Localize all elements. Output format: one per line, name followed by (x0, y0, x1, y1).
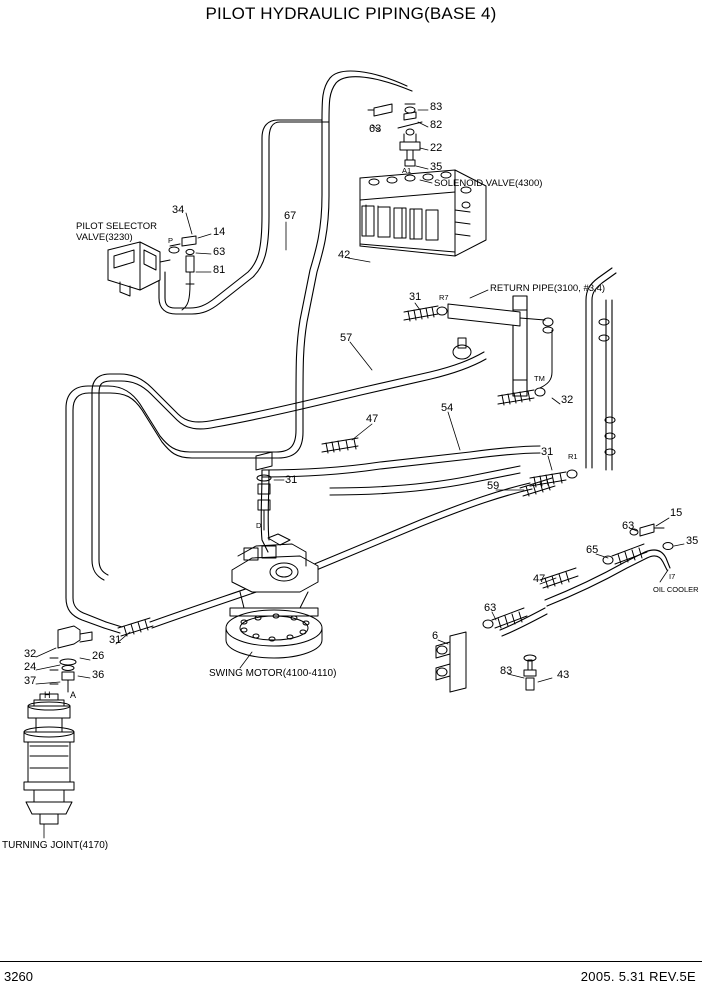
callout: 63 (484, 602, 497, 614)
callout: 83 (430, 101, 443, 113)
callout: 22 (430, 142, 443, 154)
revision-info: 2005. 5.31 REV.5E (580, 969, 696, 984)
callout: 32 (561, 394, 574, 406)
callout: 31 (541, 446, 554, 458)
callout: 31 (109, 634, 122, 646)
callout: 65 (586, 544, 599, 556)
port-label-tm: TM (534, 374, 545, 383)
callout: 83 (500, 665, 513, 677)
callout: 35 (686, 535, 699, 547)
callout: 34 (172, 204, 185, 216)
callout: 24 (24, 661, 37, 673)
callout: 59 (487, 480, 500, 492)
callout: 35 (430, 161, 443, 173)
component-caption-pilot-selector-valve-line2: VALVE(3230) (76, 232, 133, 243)
component-caption-solenoid-valve: SOLENOID VALVE(4300) (434, 178, 543, 189)
port-label-p: P (168, 236, 174, 245)
callout: 63 (622, 520, 635, 532)
port-label-r7: R7 (439, 293, 449, 302)
callout: 82 (430, 119, 443, 131)
callout: 15 (670, 507, 683, 519)
port-label-d: D (256, 521, 262, 530)
callout: 47 (366, 413, 379, 425)
callout: 26 (92, 650, 105, 662)
callout: 43 (557, 669, 570, 681)
callout: 14 (213, 226, 226, 238)
callout: 63 (369, 123, 382, 135)
callout: 42 (338, 249, 351, 261)
callout: 6 (432, 630, 439, 642)
port-label-i7: I7 (669, 572, 676, 581)
callout: 31 (409, 291, 422, 303)
callout: 36 (92, 669, 105, 681)
component-caption-turning-joint: TURNING JOINT(4170) (2, 840, 109, 851)
port-label-r1: R1 (568, 452, 578, 461)
component-caption-oil-cooler: OIL COOLER (653, 585, 699, 594)
port-label-a: A (70, 690, 77, 700)
component-caption-pilot-selector-valve-line1: PILOT SELECTOR (76, 221, 157, 232)
callout: 32 (24, 648, 37, 660)
callout: 37 (24, 675, 37, 687)
callout: 81 (213, 264, 226, 276)
callout: 31 (285, 474, 298, 486)
callout: 54 (441, 402, 454, 414)
drawing-number: 3260 (4, 969, 33, 984)
page-title: PILOT HYDRAULIC PIPING(BASE 4) (205, 4, 497, 23)
port-label-h: H (44, 690, 51, 700)
callout: 57 (340, 332, 353, 344)
callout: 63 (213, 246, 226, 258)
callout: 47 (533, 573, 546, 585)
callout: 67 (284, 210, 297, 222)
port-label-a1: A1 (402, 166, 412, 175)
component-caption-return-pipe: RETURN PIPE(3100, #3,4) (490, 283, 606, 294)
component-caption-swing-motor: SWING MOTOR(4100-4110) (209, 668, 337, 679)
footer-divider (0, 961, 702, 962)
